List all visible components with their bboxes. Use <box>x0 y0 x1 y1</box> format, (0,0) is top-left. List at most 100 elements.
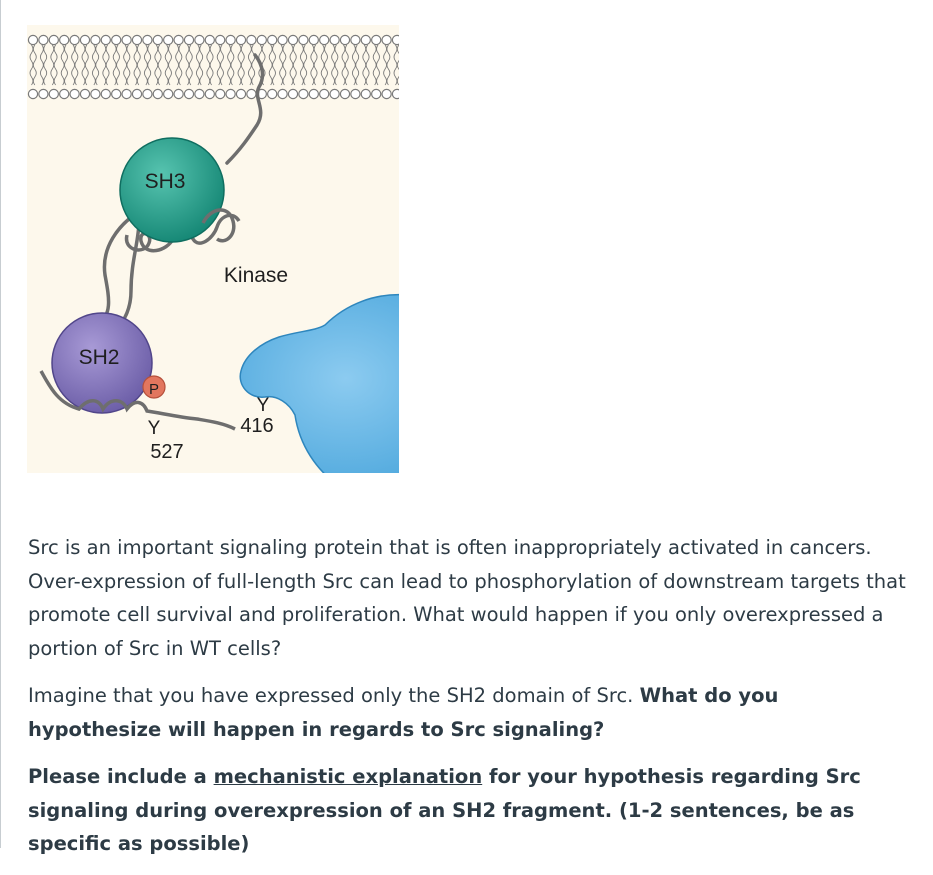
lipid-head-bottom <box>277 88 288 100</box>
lipid-head-bottom <box>142 88 153 100</box>
lipid-head-bottom <box>329 88 340 100</box>
lipid-head-top <box>38 34 49 46</box>
sh3-domain <box>119 137 225 243</box>
lipid-head-bottom <box>90 88 101 100</box>
lipid-tail <box>344 44 349 86</box>
lipid-head-bottom <box>162 88 174 100</box>
lipid-tail <box>376 44 380 86</box>
lipid-head-bottom <box>235 88 247 100</box>
lipid-tail <box>209 44 214 86</box>
lipid-head-top <box>256 34 267 46</box>
lipid-head-bottom <box>152 88 164 100</box>
lipid-tail <box>396 44 399 86</box>
lipid-tail <box>365 44 370 86</box>
lipid-head-top <box>79 34 91 46</box>
lipid-head-bottom <box>194 88 205 100</box>
src-structure-figure: SH3 Kinase SH2 P Y 416 Y 527 <box>27 25 399 473</box>
lipid-head-top <box>183 34 195 46</box>
lipid-tail <box>32 44 37 86</box>
question-paragraph-instructions: Please include a mechanistic explanation… <box>28 760 918 861</box>
lipid-tail <box>168 44 172 86</box>
lipid-head-top <box>194 34 205 46</box>
phospho-label: P <box>149 381 159 398</box>
lipid-tail <box>178 44 183 86</box>
lipid-tail <box>324 44 328 86</box>
lipid-tail <box>126 44 131 86</box>
lipid-head-top <box>360 34 371 46</box>
lipid-tail <box>53 44 58 86</box>
lipid-head-bottom <box>381 88 392 100</box>
lipid-head-top <box>381 34 392 46</box>
lipid-tail <box>147 44 152 86</box>
lipid-head-bottom <box>266 88 278 100</box>
instructions-text-b: for your hypothesis regarding Src signal… <box>28 765 861 855</box>
y527-number: 527 <box>150 441 183 463</box>
lipid-head-top <box>69 34 80 46</box>
lipid-tail <box>64 44 68 86</box>
lipid-head-top <box>371 34 382 46</box>
lipid-tail <box>157 44 162 86</box>
lipid-tail <box>43 44 48 86</box>
lipid-head-bottom <box>214 88 226 100</box>
lipid-head-top <box>162 34 174 46</box>
membrane-bilayer <box>27 34 399 100</box>
lipid-tail <box>74 44 79 86</box>
lipid-head-top <box>225 34 236 46</box>
instructions-text-a: Please include a <box>28 765 214 788</box>
lipid-tail <box>220 44 224 86</box>
lipid-head-bottom <box>27 88 39 100</box>
lipid-head-bottom <box>100 88 112 100</box>
prompt-text: Imagine that you have expressed only the… <box>28 684 640 707</box>
lipid-head-bottom <box>371 88 382 100</box>
question-text: Src is an important signaling protein th… <box>28 531 918 875</box>
lipid-head-bottom <box>308 88 319 100</box>
lipid-tail <box>136 44 141 86</box>
lipid-head-bottom <box>79 88 91 100</box>
lipid-head-bottom <box>319 88 330 100</box>
lipid-tail <box>105 44 110 86</box>
lipid-head-top <box>319 34 330 46</box>
lipid-head-bottom <box>360 88 371 100</box>
lipid-tail <box>355 44 360 86</box>
lipid-tail <box>272 44 276 86</box>
lipid-head-top <box>308 34 319 46</box>
content-left-border <box>0 0 1 848</box>
lipid-head-bottom <box>339 88 351 100</box>
phosphate-group <box>142 375 166 399</box>
lipid-head-bottom <box>173 88 184 100</box>
lipid-head-bottom <box>287 88 299 100</box>
lipid-tail <box>303 44 308 86</box>
lipid-head-bottom <box>204 88 215 100</box>
lipid-head-top <box>287 34 299 46</box>
lipid-head-bottom <box>59 88 70 100</box>
question-paragraph-context: Src is an important signaling protein th… <box>28 531 918 665</box>
question-paragraph-prompt: Imagine that you have expressed only the… <box>28 679 918 746</box>
lipid-head-top <box>246 34 257 46</box>
membrane-anchor <box>225 53 265 165</box>
context-text: Src is an important signaling protein th… <box>28 536 906 660</box>
lipid-tail <box>386 44 391 86</box>
prompt-bold-text: What do you hypothesize will happen in r… <box>28 684 779 741</box>
kinase-label: Kinase <box>224 264 288 287</box>
lipid-head-top <box>100 34 112 46</box>
lipid-tail <box>240 44 245 86</box>
lipid-head-top <box>59 34 70 46</box>
lipid-head-top <box>214 34 226 46</box>
lipid-head-top <box>48 34 59 46</box>
lipid-head-bottom <box>298 88 309 100</box>
lipid-head-top <box>204 34 215 46</box>
kinase-domain <box>239 293 399 473</box>
sh3-label: SH3 <box>145 170 186 193</box>
lipid-head-bottom <box>350 88 361 100</box>
lipid-tail <box>84 44 89 86</box>
sh2-domain <box>51 312 153 414</box>
lipid-head-bottom <box>69 88 80 100</box>
sh3-pocket-linker <box>201 208 236 243</box>
lipid-head-top <box>350 34 361 46</box>
lipid-head-bottom <box>48 88 59 100</box>
lipid-tail <box>95 44 100 86</box>
lipid-head-bottom <box>110 88 122 100</box>
lipid-head-top <box>131 34 143 46</box>
sh2-label: SH2 <box>79 346 120 369</box>
lipid-head-bottom <box>225 88 236 100</box>
